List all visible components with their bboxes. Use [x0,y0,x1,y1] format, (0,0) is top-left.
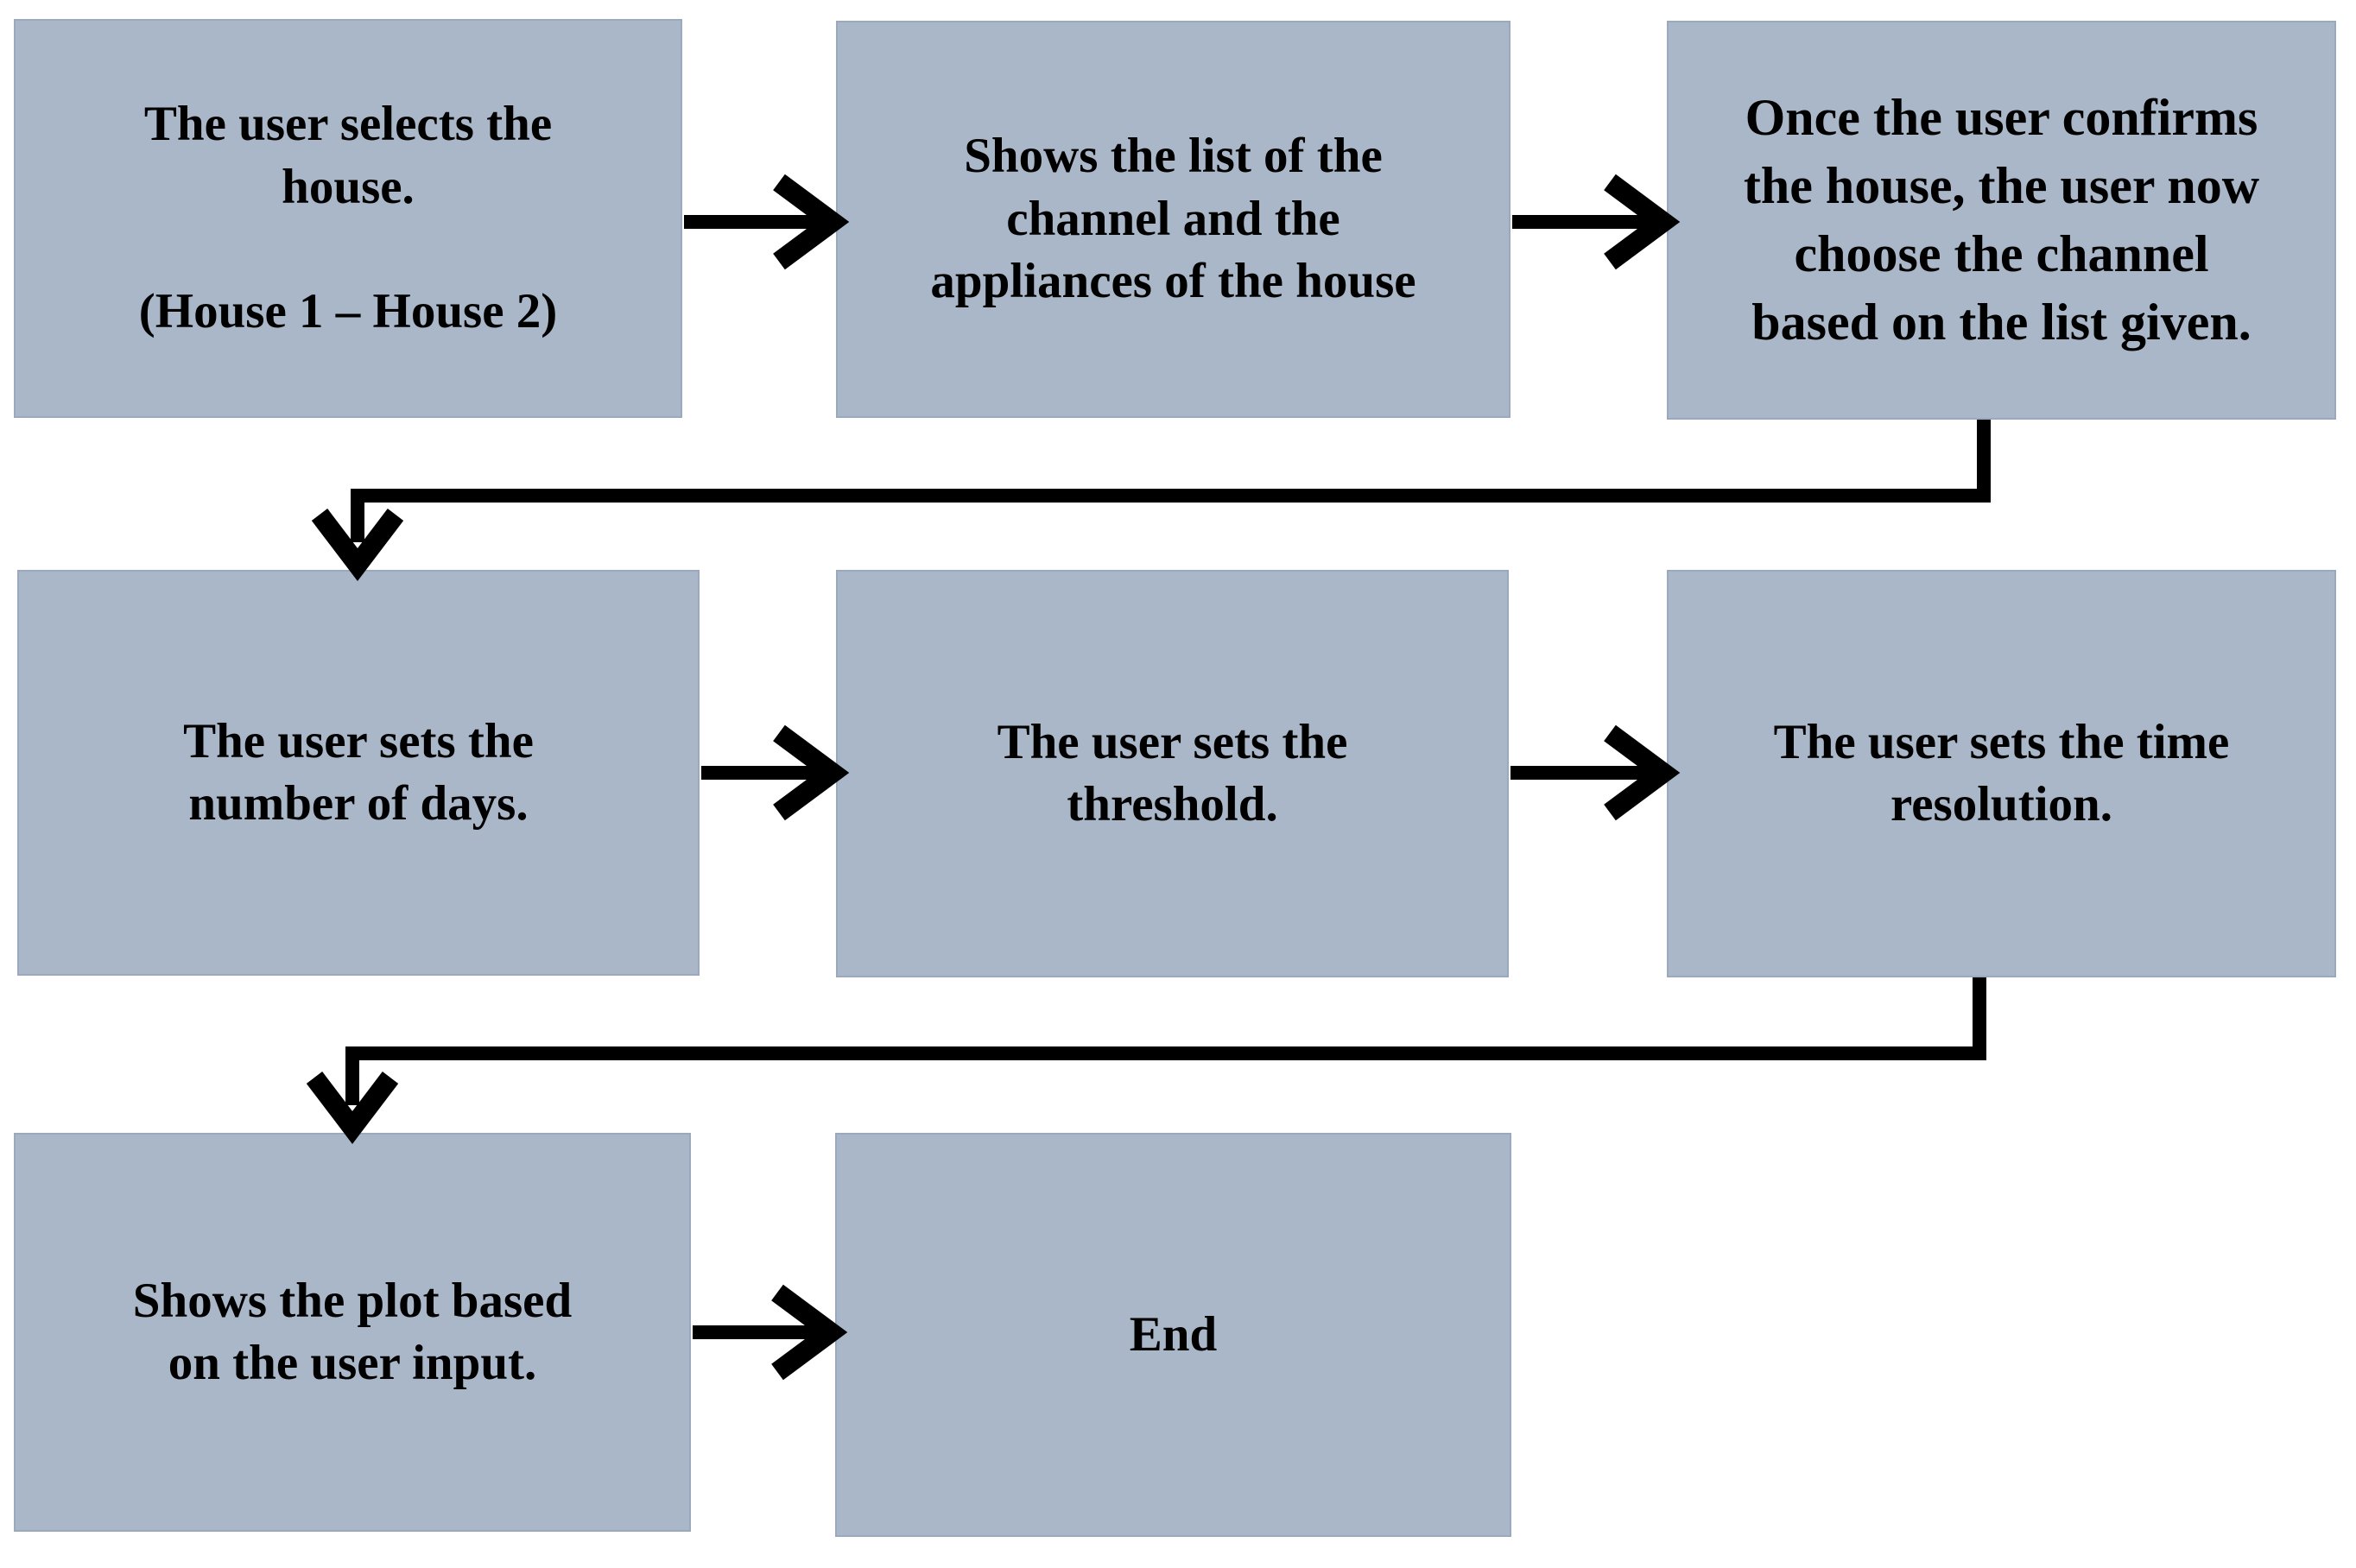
arrow-set-days-to-set-threshold [701,724,850,821]
flow-box-channel-list-label: Shows the list of the channel and the ap… [930,129,1416,309]
flow-box-end-label: End [1129,1306,1218,1362]
arrow-select-house-to-channel-list [684,174,850,270]
elbow-connector-set-time-resolution-to-show-plot [306,977,1986,1145]
flow-box-set-threshold: The user sets the threshold. [836,570,1509,977]
flow-box-show-plot-label: Shows the plot based on the user input. [132,1273,573,1390]
elbow-connector-choose-channel-to-set-days [311,420,1991,582]
flow-box-set-days-label: The user sets the number of days. [183,713,534,831]
arrow-set-threshold-to-set-time-resolution [1510,724,1681,821]
flow-box-select-house: The user selects the house. (House 1 – H… [14,19,682,418]
flow-box-set-time-resolution: The user sets the time resolution. [1667,570,2336,977]
flow-box-show-plot: Shows the plot based on the user input. [14,1133,691,1532]
flow-box-end: End [835,1133,1511,1537]
arrow-show-plot-to-end [693,1284,848,1381]
flow-box-choose-channel-label: Once the user confirms the house, the us… [1743,88,2260,351]
flow-box-choose-channel: Once the user confirms the house, the us… [1667,21,2336,420]
arrow-channel-list-to-choose-channel [1512,174,1681,270]
flow-box-set-time-resolution-label: The user sets the time resolution. [1773,714,2230,831]
flow-box-set-days: The user sets the number of days. [17,570,700,976]
flow-box-set-threshold-label: The user sets the threshold. [997,714,1348,831]
flow-box-select-house-label: The user selects the house. (House 1 – H… [138,97,558,339]
flow-box-channel-list: Shows the list of the channel and the ap… [836,21,1510,418]
